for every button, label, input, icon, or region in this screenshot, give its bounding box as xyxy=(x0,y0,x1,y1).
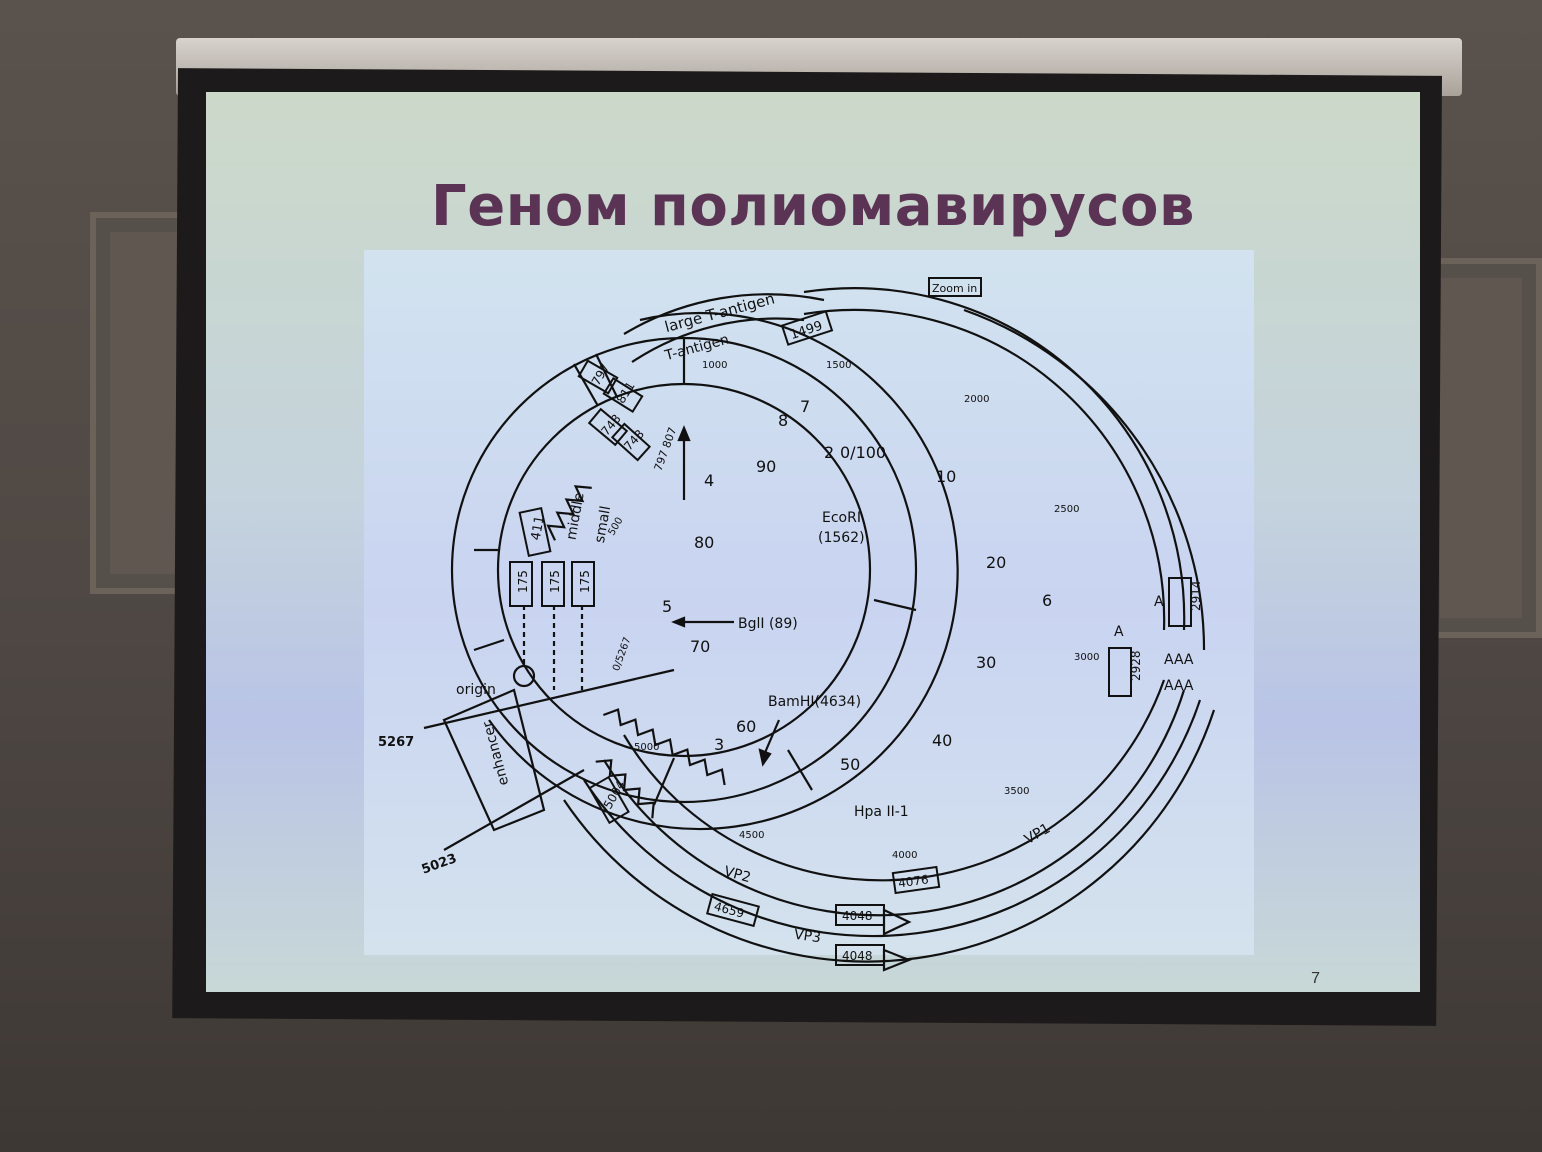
segment-6: 6 xyxy=(1042,591,1052,610)
box-411: 411 xyxy=(529,515,548,542)
tick-4500: 4500 xyxy=(739,830,764,841)
segment-4: 4 xyxy=(704,471,714,490)
inner-tick-30: 30 xyxy=(976,653,996,672)
bamhi-label: BamHI(4634) xyxy=(768,694,861,710)
ecori-label: EcoRI xyxy=(822,510,861,526)
inner-tick-60: 60 xyxy=(736,717,756,736)
polya-aaa-2: AAA xyxy=(1164,678,1194,694)
box-2928: 2928 xyxy=(1129,650,1143,681)
ecori-position: (1562) xyxy=(818,530,865,546)
vp3-label: VP3 xyxy=(793,927,822,947)
large-t-arc xyxy=(623,293,825,335)
segment-2: 2 xyxy=(824,443,834,462)
zoom-in-label: Zoom in xyxy=(932,282,977,295)
inner-tick-80: 80 xyxy=(694,533,714,552)
box-175-a: 175 xyxy=(516,570,530,593)
end-5267: 5267 xyxy=(378,735,414,750)
box-4048-b: 4048 xyxy=(842,949,873,963)
inner-tick-20: 20 xyxy=(986,553,1006,572)
inner-tick-70: 70 xyxy=(690,637,710,656)
box-175-c: 175 xyxy=(578,570,592,593)
tick-3500: 3500 xyxy=(1004,786,1029,797)
tick-4000: 4000 xyxy=(892,850,917,861)
genome-map-svg: Zoom in large T-antigen T-antigen 1499 7… xyxy=(378,277,1216,972)
box-811: 811 xyxy=(614,379,638,406)
enhancer-label: enhancer xyxy=(480,719,513,787)
box-175-b: 175 xyxy=(548,570,562,593)
segment-ring xyxy=(450,336,918,804)
bgli-label: BglI (89) xyxy=(738,616,798,632)
tick-2500: 2500 xyxy=(1054,504,1079,515)
segment-5: 5 xyxy=(662,597,672,616)
box-2914: 2914 xyxy=(1189,580,1203,611)
box-4076: 4076 xyxy=(897,872,929,890)
inner-tick-50: 50 xyxy=(840,755,860,774)
tick-5000: 5000 xyxy=(634,742,659,753)
tick-0-5267: 0/5267 xyxy=(611,636,633,673)
tick-2000: 2000 xyxy=(964,394,989,405)
vp2-label: VP2 xyxy=(722,864,752,886)
tick-1500: 1500 xyxy=(826,360,851,371)
origin-circle xyxy=(512,664,536,688)
inner-tick-40: 40 xyxy=(932,731,952,750)
outer-tick-ring xyxy=(488,311,959,831)
tick-3000: 3000 xyxy=(1074,652,1099,663)
polya-aaa-1: AAA xyxy=(1164,652,1194,668)
segment-3: 3 xyxy=(714,735,724,754)
segment-7: 7 xyxy=(800,397,810,416)
tick-1000: 1000 xyxy=(702,360,727,371)
zoom-in-box xyxy=(928,277,982,297)
segment-8: 8 xyxy=(778,411,788,430)
inner-tick-90: 90 xyxy=(756,457,776,476)
slide-number: 7 xyxy=(1311,970,1320,987)
polya-a2: A xyxy=(1154,594,1164,610)
box-4048-a: 4048 xyxy=(842,909,873,923)
tick-797-807: 797 807 xyxy=(652,426,680,473)
vp1-label: VP1 xyxy=(1022,820,1053,847)
end-5023: 5023 xyxy=(420,851,459,877)
inner-tick-10: 10 xyxy=(936,467,956,486)
origin-label: origin xyxy=(456,682,496,698)
inner-tick-0-100: 0/100 xyxy=(840,443,886,462)
small-t-label: small xyxy=(592,505,614,545)
polya-a1: A xyxy=(1114,624,1124,640)
genome-diagram: Zoom in large T-antigen T-antigen 1499 7… xyxy=(364,250,1254,972)
slide-title: Геном полиомавирусов xyxy=(431,174,1195,239)
slide: Геном полиомавирусов xyxy=(206,92,1420,992)
hpaii-label: Hpa II-1 xyxy=(854,804,909,820)
enhancer-box xyxy=(442,688,546,832)
vp1-arc xyxy=(623,679,1166,882)
